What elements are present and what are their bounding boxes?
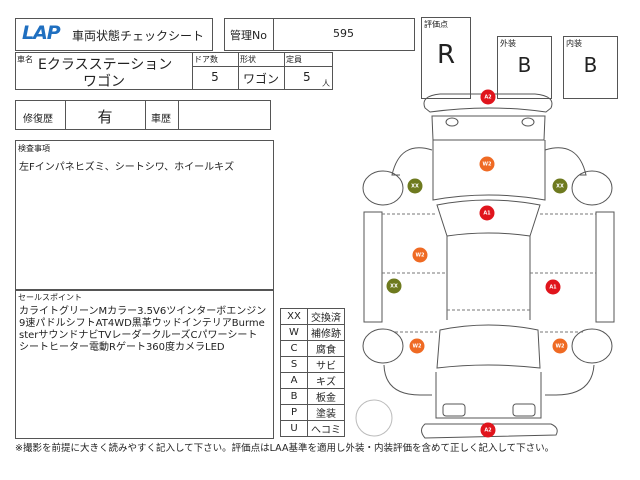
interior-value: B xyxy=(583,53,598,77)
damage-marker: A1 xyxy=(479,205,495,221)
mgmt-value: 595 xyxy=(333,27,354,40)
doors-label: ドア数 xyxy=(194,55,218,64)
mgmt-label: 管理No xyxy=(230,29,267,42)
damage-marker: A2 xyxy=(480,89,496,105)
repair-value: 有 xyxy=(97,108,113,126)
damage-marker: A2 xyxy=(480,422,496,438)
inspection-box: 検査事項 左Fインパネヒズミ、シートシワ、ホイールキズ xyxy=(15,140,274,291)
capacity-unit: 人 xyxy=(322,79,330,88)
interior-label: 内装 xyxy=(566,39,582,48)
exterior-value: B xyxy=(517,53,532,77)
inspection-text: 左Fインパネヒズミ、シートシワ、ホイールキズ xyxy=(19,162,235,173)
damage-marker: W2 xyxy=(409,338,425,354)
damage-marker: W2 xyxy=(412,247,428,263)
inspection-label: 検査事項 xyxy=(18,144,50,153)
score-label: 評価点 xyxy=(424,20,448,29)
damage-marker: XX xyxy=(552,178,568,194)
sales-text: カライトグリーンMカラー3.5V6ツインターボエンジン9速パドルシフトAT4WD… xyxy=(19,306,267,353)
sheet-title: 車両状態チェックシート xyxy=(72,29,205,43)
vehicle-info: 車名 Eクラスステーション ワゴン ドア数 形状 定員 5 ワゴン 5 人 xyxy=(15,52,333,90)
score-value: R xyxy=(436,40,456,70)
damage-marker: XX xyxy=(407,178,423,194)
score-box: 評価点 R xyxy=(421,17,471,99)
exterior-box: 外装 B xyxy=(497,36,552,99)
damage-marker: W2 xyxy=(552,338,568,354)
lap-logo: LAP xyxy=(22,22,61,44)
history-row: 修復歴 有 車歴 xyxy=(15,100,271,130)
repair-label: 修復歴 xyxy=(23,114,53,125)
capacity-value: 5 xyxy=(303,70,311,84)
car-name-line1: Eクラスステーション xyxy=(38,57,173,73)
shape-label: 形状 xyxy=(240,55,256,64)
legend-meaning: へコミ xyxy=(307,420,345,437)
shape-value: ワゴン xyxy=(242,72,279,86)
sales-point-box: セールスポイント カライトグリーンMカラー3.5V6ツインターボエンジン9速パド… xyxy=(15,289,274,439)
doors-value: 5 xyxy=(211,70,219,84)
title-box: LAP 車両状態チェックシート xyxy=(15,18,213,51)
management-number: 管理No 595 xyxy=(224,18,415,51)
interior-box: 内装 B xyxy=(563,36,618,99)
capacity-label: 定員 xyxy=(286,55,302,64)
footer-note: ※撮影を前提に大きく読みやすく記入して下さい。評価点はLAA基準を適用し外装・内… xyxy=(15,443,555,454)
damage-marker: W2 xyxy=(479,156,495,172)
damage-marker: A1 xyxy=(545,279,561,295)
car-history-label: 車歴 xyxy=(151,114,171,125)
damage-marker: XX xyxy=(386,278,402,294)
car-name-line2: ワゴン xyxy=(83,74,125,90)
exterior-label: 外装 xyxy=(500,39,516,48)
sales-label: セールスポイント xyxy=(18,293,82,302)
name-label: 車名 xyxy=(17,55,33,64)
